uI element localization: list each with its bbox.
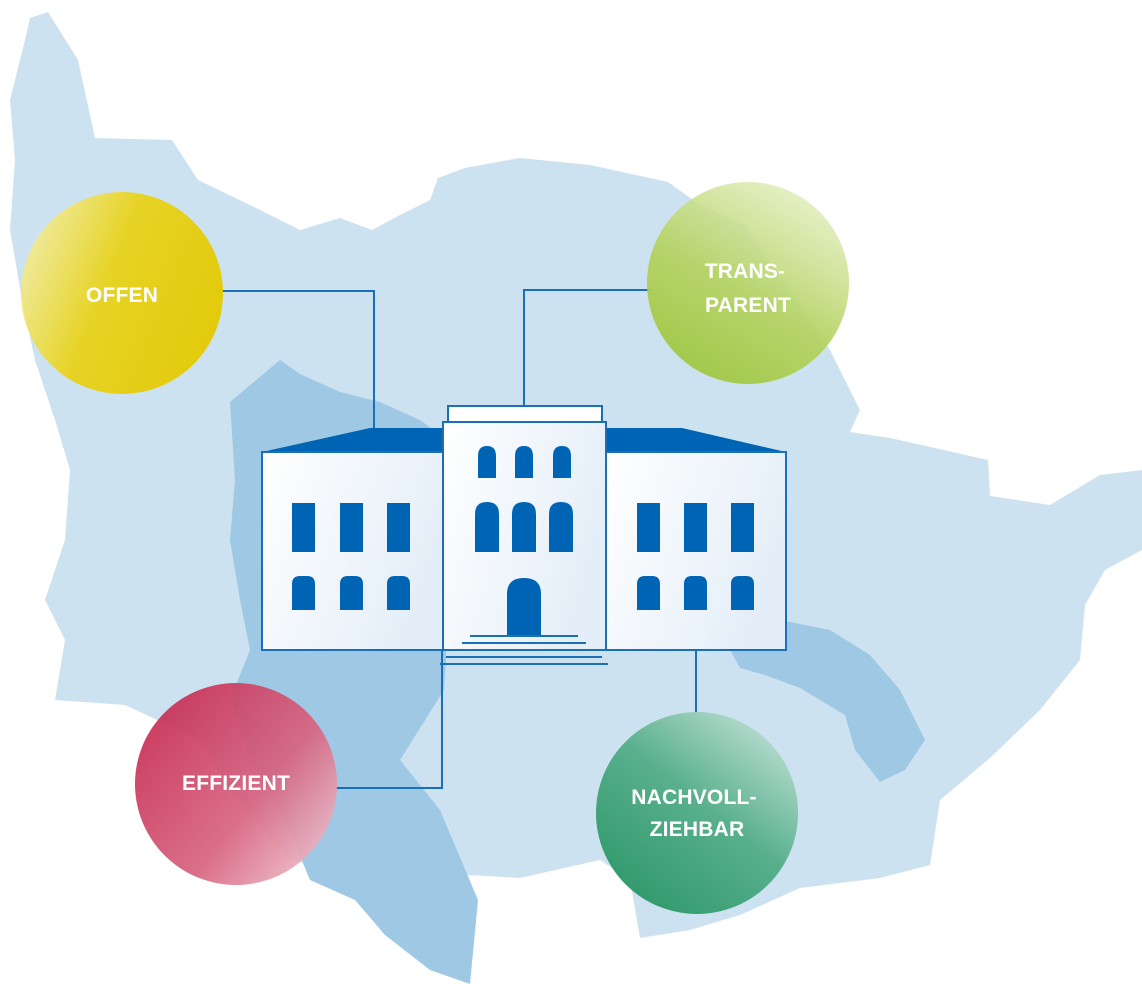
bubble-offen: OFFEN (21, 192, 223, 394)
bubble-nachvollziehbar: NACHVOLL- ZIEHBAR (596, 712, 798, 914)
svg-text:EFFIZIENT: EFFIZIENT (182, 772, 290, 795)
right-wing-windows (637, 503, 754, 610)
main-door (507, 578, 541, 636)
svg-text:NACHVOLL- ZIEHBAR: NACHVOLL- ZIEHBAR (631, 786, 763, 841)
svg-text:TRANS- PARENT: TRANS- PARENT (705, 260, 792, 317)
connector-effizient (336, 650, 443, 789)
bubble-transparent: TRANS- PARENT (647, 182, 849, 384)
bubble-nachvollziehbar-line-1: NACHVOLL- (631, 786, 756, 809)
town-hall-icon (261, 405, 787, 665)
tower-cap (447, 405, 603, 423)
bubble-transparent-line-1: TRANS- (705, 260, 786, 283)
roof-left (262, 428, 444, 452)
entrance-steps (440, 635, 608, 665)
connector-offen (222, 290, 375, 428)
connector-transparent (523, 289, 652, 406)
bubble-effizient-label: EFFIZIENT (182, 772, 290, 795)
bubble-offen-label: OFFEN (86, 284, 158, 307)
bubble-effizient: EFFIZIENT (135, 683, 337, 885)
svg-text:OFFEN: OFFEN (86, 284, 158, 307)
roof-right (606, 428, 786, 452)
bubble-nachvollziehbar-line-2: ZIEHBAR (650, 818, 745, 841)
tower-windows (475, 446, 573, 636)
left-wing-windows (292, 503, 410, 610)
connector-lines (222, 289, 697, 789)
bubble-transparent-line-2: PARENT (705, 294, 791, 317)
region-dark-east (730, 620, 925, 782)
